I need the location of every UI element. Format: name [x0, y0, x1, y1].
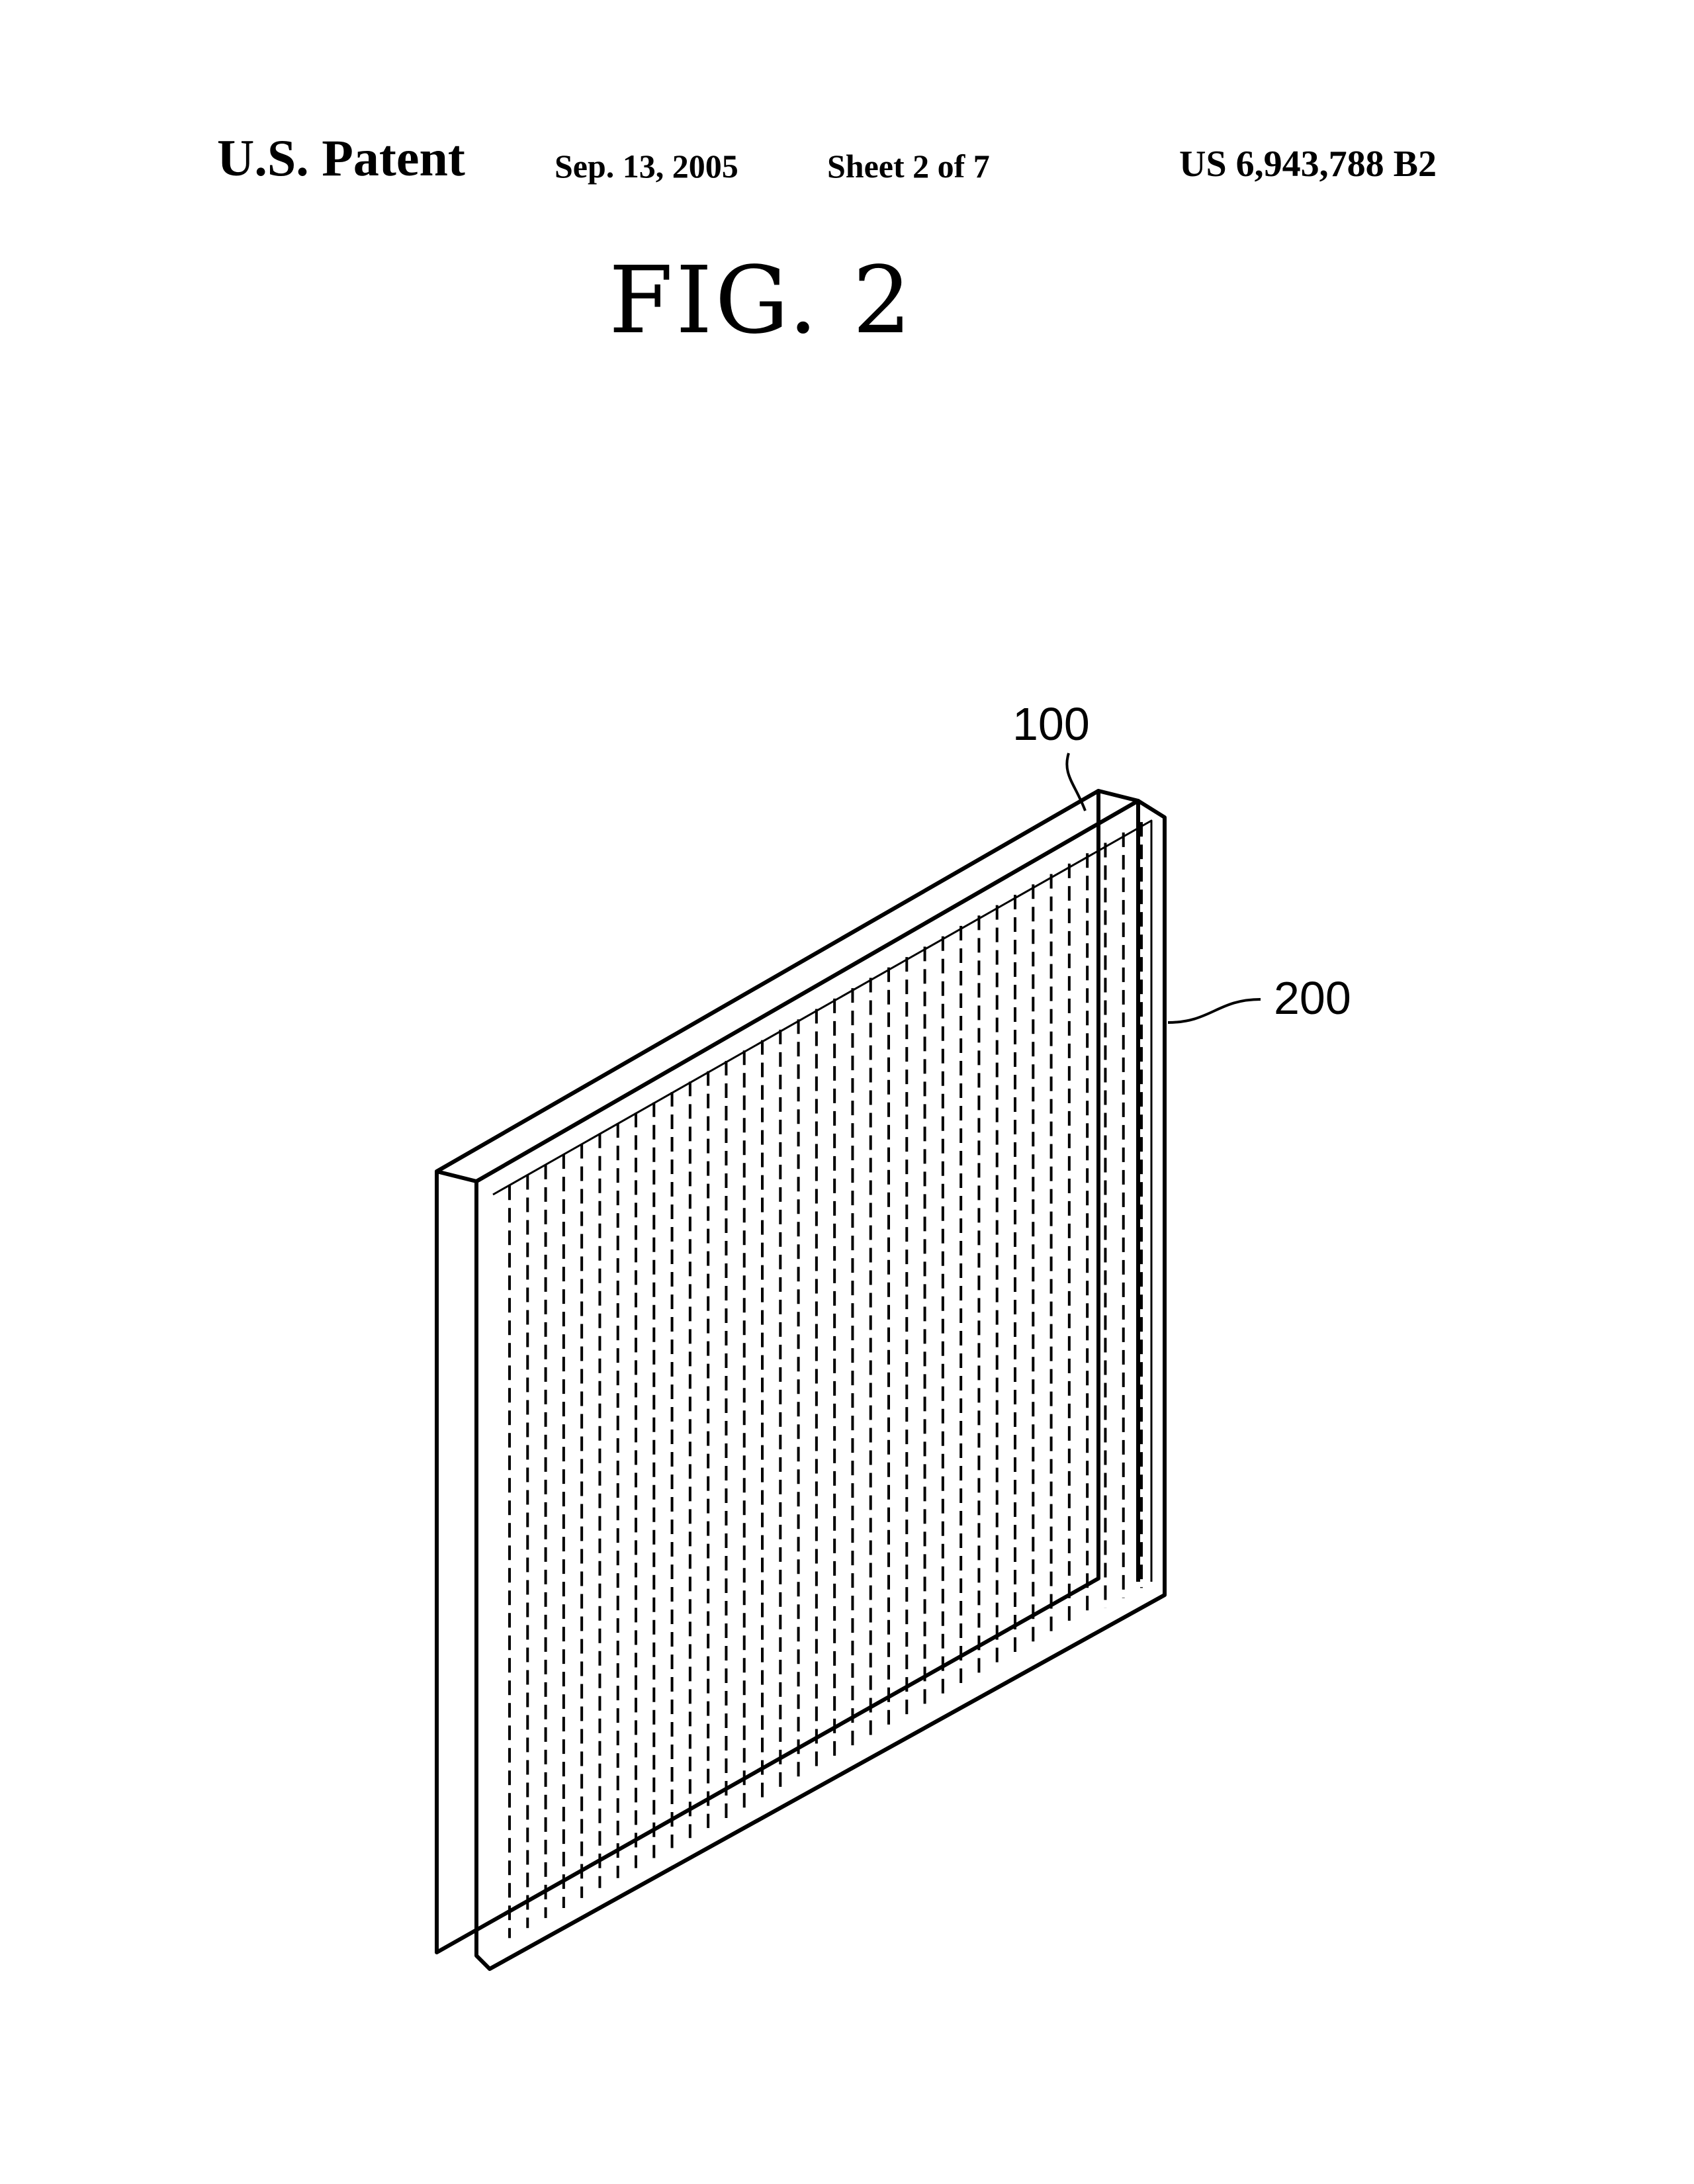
- sheet-number: Sheet 2 of 7: [827, 148, 990, 185]
- patent-label: U.S. Patent: [217, 129, 465, 187]
- front-panel-face: [474, 799, 1167, 1971]
- front-panel-bottom-edge: [488, 1593, 1166, 1971]
- leader-line-100: [1065, 752, 1087, 811]
- rear-panel-front-face: [435, 789, 1100, 1954]
- leader-line-200: [1167, 998, 1261, 1024]
- reference-label-100: 100: [1012, 698, 1090, 750]
- front-panel-200: [474, 799, 1167, 1971]
- figure-title: FIG. 2: [609, 247, 914, 355]
- internal-dashed-lines: [508, 822, 1143, 1938]
- patent-date: Sep. 13, 2005: [555, 148, 738, 185]
- patent-number: US 6,943,788 B2: [1179, 144, 1437, 185]
- inner-frame-line: [492, 819, 1153, 1582]
- reference-label-200: 200: [1274, 972, 1351, 1024]
